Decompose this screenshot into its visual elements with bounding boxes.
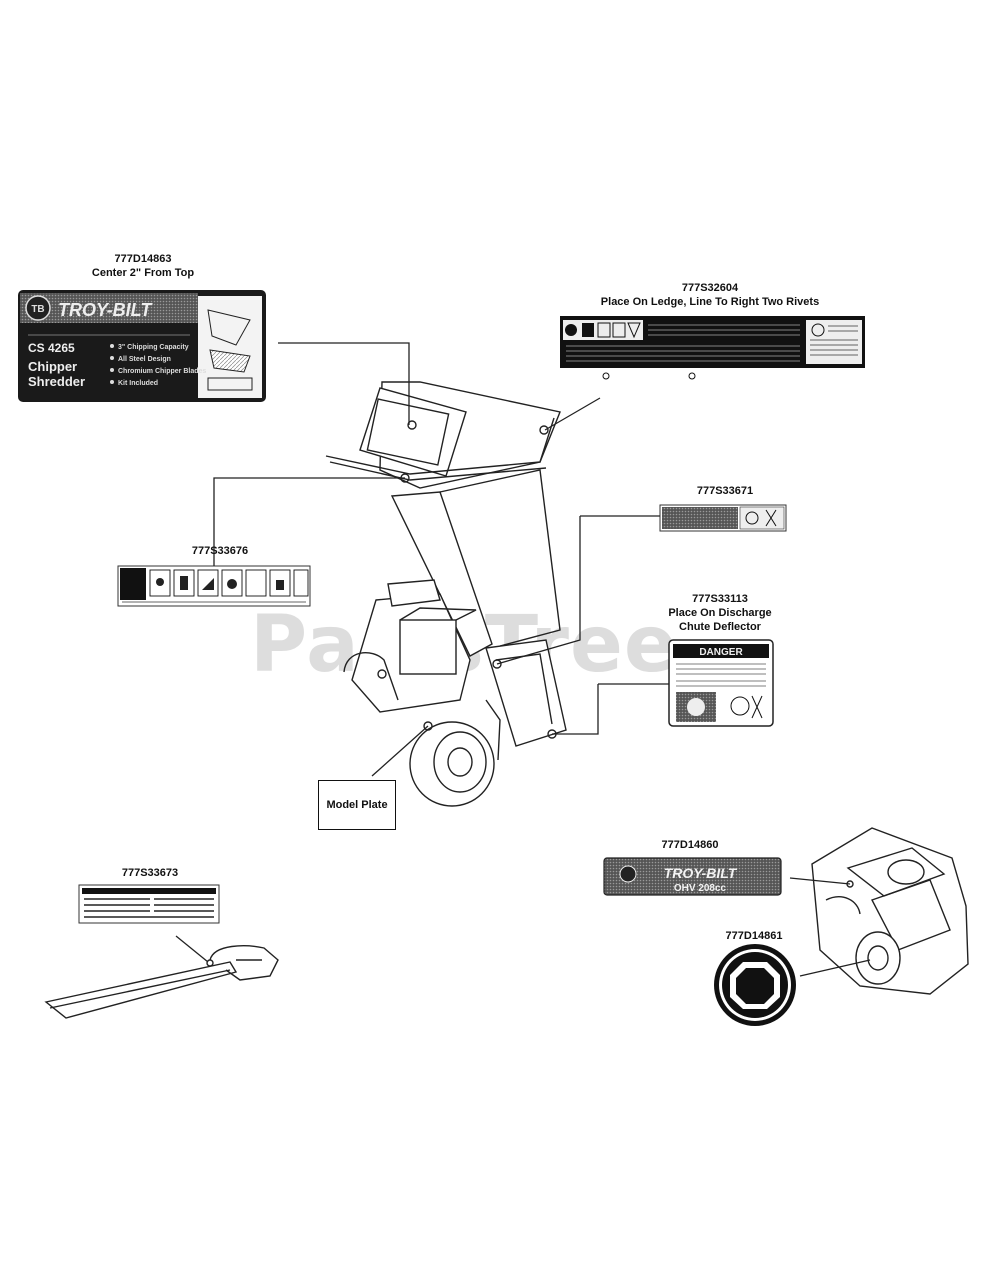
decal-777S33113: DANGER (668, 639, 774, 727)
placement-note: Center 2" From Top (91, 267, 195, 279)
feature-1: 3" Chipping Capacity (118, 344, 189, 351)
svg-text:TB: TB (31, 304, 44, 315)
engine-model-text: OHV 208cc (674, 883, 727, 894)
part-number: 777S32604 (681, 282, 739, 294)
part-number: 777D14861 (725, 930, 783, 942)
part-label-777S32604: 777S32604 Place On Ledge, Line To Right … (580, 281, 840, 309)
engine-brand-text: TROY-BILT (664, 865, 738, 881)
decal-777S33673 (78, 884, 220, 924)
part-number: 777S33676 (191, 545, 249, 557)
product-line2: Shredder (28, 374, 85, 389)
part-label-777D14861: 777D14861 (704, 929, 804, 943)
chipper-machine-illustration (325, 381, 567, 807)
feature-3: Chromium Chipper Blades (118, 368, 206, 375)
decal-777S33676 (117, 565, 311, 607)
part-label-777S33671: 777S33671 (675, 484, 775, 498)
part-label-777S33673: 777S33673 (100, 866, 200, 880)
leader-lines (175, 342, 871, 977)
decal-777S33671 (659, 504, 787, 532)
part-number: 777D14860 (661, 839, 719, 851)
part-number: 777S33673 (121, 867, 179, 879)
danger-heading: DANGER (699, 647, 743, 658)
product-line1: Chipper (28, 359, 77, 374)
model-number-text: CS 4265 (28, 341, 75, 355)
part-label-777D14863: 777D14863 Center 2" From Top (68, 252, 218, 280)
engine-illustration (811, 827, 969, 995)
decal-777S32604 (560, 316, 865, 380)
feature-2: All Steel Design (118, 356, 171, 363)
deflector-illustration (44, 945, 279, 1019)
decal-777D14861 (714, 944, 796, 1026)
decal-777D14863: TB TROY-BILT CS 4265 Chipper Shredder 3"… (18, 290, 266, 402)
part-label-777S33676: 777S33676 (170, 544, 270, 558)
placement-note-line1: Place On Discharge (668, 607, 772, 619)
part-number: 777S33113 (692, 593, 748, 605)
part-number: 777S33671 (696, 485, 754, 497)
part-number: 777D14863 (114, 253, 172, 265)
brand-logo-text: TROY-BILT (58, 300, 153, 320)
feature-4: Kit Included (118, 380, 158, 387)
model-plate-label: Model Plate (326, 799, 388, 811)
placement-note: Place On Ledge, Line To Right Two Rivets (600, 296, 820, 308)
part-label-777D14860: 777D14860 (640, 838, 740, 852)
placement-note-line2: Chute Deflector (679, 621, 761, 633)
model-plate-box: Model Plate (318, 780, 396, 830)
decal-777D14860: TROY-BILT OHV 208cc (603, 857, 782, 896)
part-label-777S33113: 777S33113 Place On Discharge Chute Defle… (650, 592, 790, 634)
